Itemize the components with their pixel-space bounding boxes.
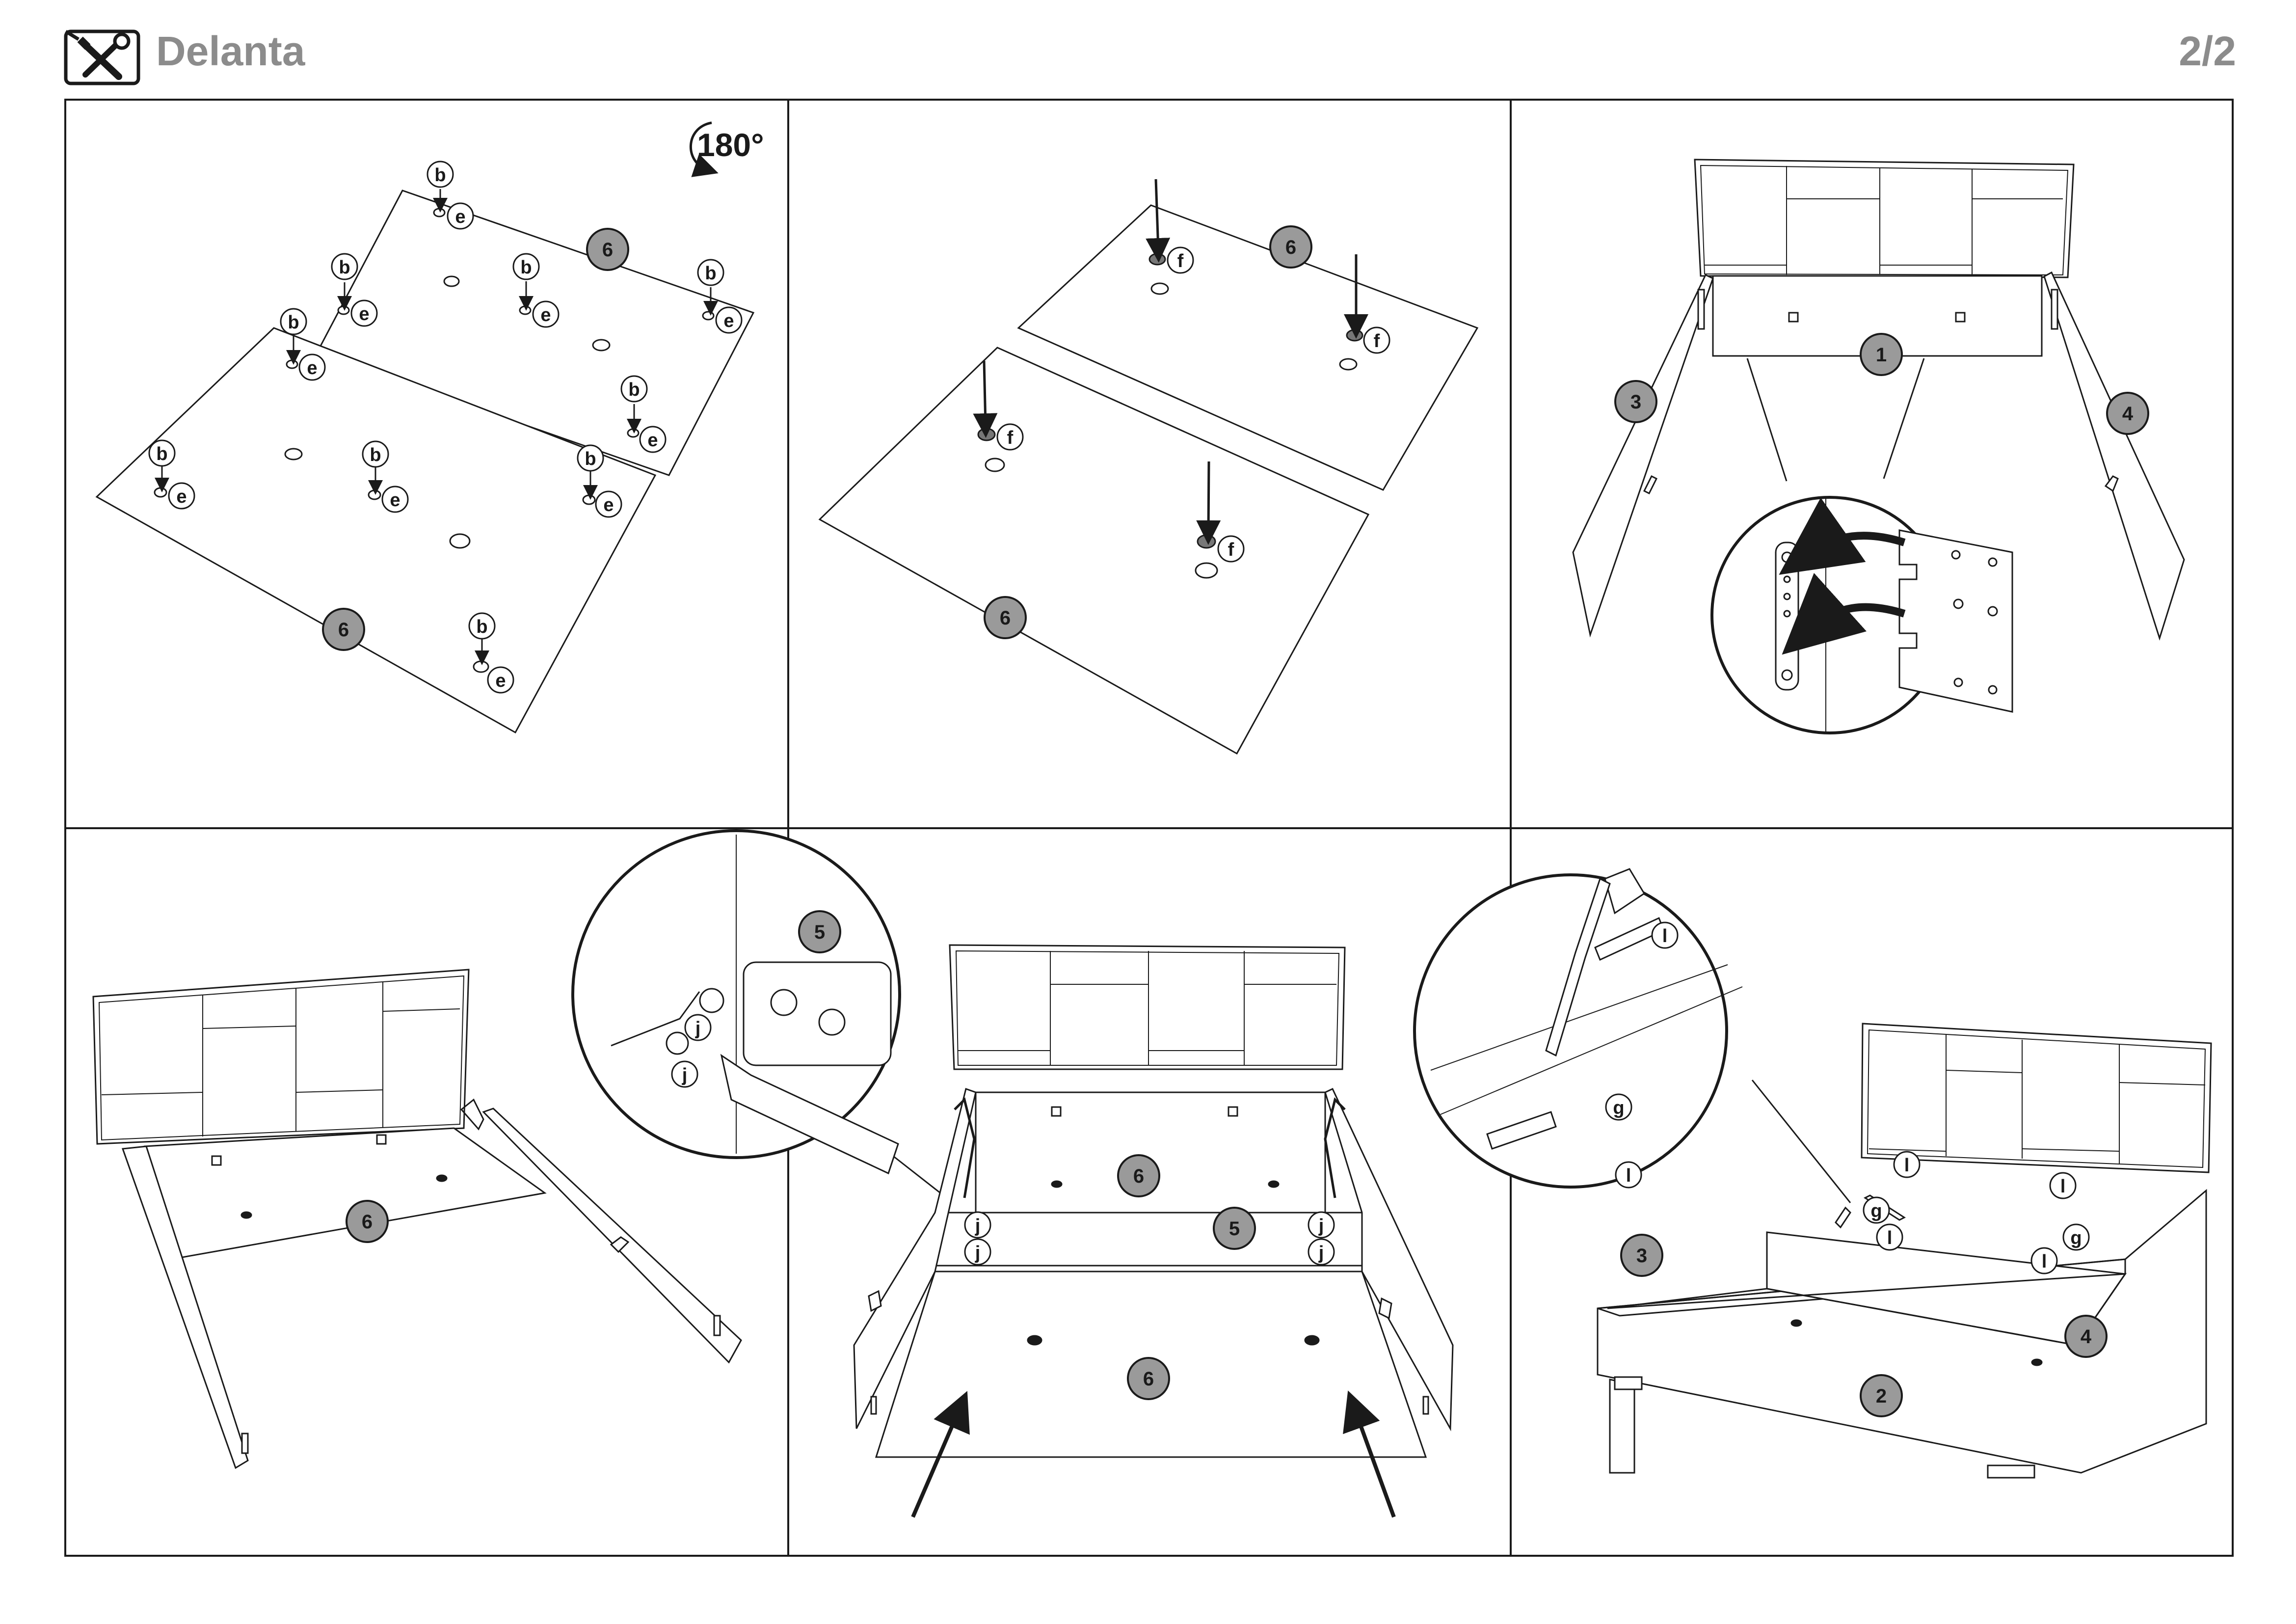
- rotate-label: 180°: [697, 127, 764, 163]
- svg-text:e: e: [359, 304, 369, 325]
- part-6-label-a: 6: [602, 239, 613, 261]
- part-6-label-e: 6: [362, 1211, 373, 1233]
- svg-text:j: j: [975, 1216, 981, 1236]
- part-5-label-a: 5: [814, 921, 825, 943]
- board-top: [1017, 204, 1479, 491]
- part-6-label-b: 6: [338, 619, 349, 641]
- svg-text:l: l: [1626, 1165, 1631, 1186]
- svg-text:e: e: [540, 305, 551, 325]
- board-6: [144, 1127, 547, 1259]
- svg-text:l: l: [1904, 1155, 1910, 1176]
- side-board-3: [1572, 274, 1714, 638]
- page-number: 2/2: [2179, 28, 2236, 74]
- svg-text:f: f: [1374, 331, 1380, 352]
- svg-text:f: f: [1228, 540, 1234, 560]
- board-bottom: [818, 347, 1370, 755]
- product-title: Delanta: [156, 28, 305, 74]
- svg-text:b: b: [288, 312, 299, 333]
- svg-text:l: l: [1662, 926, 1668, 947]
- hardware-l-g-labels: l l g l g l l g l: [1605, 921, 2090, 1274]
- hardware-b-labels: b b b b b b b b b b: [148, 161, 724, 640]
- svg-text:j: j: [1318, 1216, 1324, 1236]
- part-3-label-b: 3: [1636, 1245, 1647, 1267]
- panel-5: j j j j j j: [571, 829, 1454, 1518]
- svg-text:e: e: [495, 671, 506, 691]
- part-5-label-b: 5: [1229, 1218, 1240, 1240]
- svg-text:e: e: [647, 430, 658, 451]
- part-6-label-c: 6: [1285, 237, 1296, 258]
- svg-text:g: g: [2070, 1228, 2082, 1248]
- side-board-3: [121, 1145, 249, 1469]
- side-board-4: [482, 1108, 742, 1364]
- hardware-j-labels: j j j j j j: [671, 1014, 1335, 1266]
- svg-text:g: g: [1613, 1098, 1624, 1118]
- panel-3: [1572, 159, 2185, 734]
- svg-text:f: f: [1177, 251, 1184, 271]
- svg-text:l: l: [2042, 1251, 2047, 1272]
- part-4-label-b: 4: [2081, 1326, 2092, 1348]
- headboard: [949, 944, 1346, 1070]
- board-1: [1712, 275, 2043, 357]
- part-6-label-d: 6: [1000, 607, 1011, 629]
- svg-text:b: b: [156, 444, 167, 464]
- panel-2: f f f f: [818, 179, 1479, 755]
- headboard: [1861, 1023, 2212, 1173]
- svg-text:e: e: [723, 311, 734, 331]
- side-board-4: [2043, 271, 2185, 641]
- rotate-arrow-icon: [690, 121, 719, 177]
- board-6-back: [975, 1091, 1326, 1214]
- svg-text:b: b: [434, 165, 446, 186]
- svg-text:b: b: [585, 449, 596, 469]
- part-6-label-f: 6: [1133, 1165, 1144, 1187]
- svg-text:b: b: [520, 257, 532, 278]
- panel-1: b b b b b b b b b b e e e e e e e e e e: [95, 121, 755, 734]
- svg-text:l: l: [1887, 1228, 1893, 1248]
- part-2-label: 2: [1876, 1385, 1887, 1407]
- svg-text:g: g: [1870, 1201, 1882, 1221]
- svg-text:j: j: [695, 1018, 701, 1039]
- headboard: [92, 969, 470, 1145]
- tools-icon: [64, 29, 140, 85]
- zoom-detail-gas-lift: [1413, 873, 1728, 1189]
- svg-text:j: j: [682, 1065, 688, 1085]
- hardware-e-labels: e e e e e e e e e e: [168, 202, 743, 694]
- headboard: [1694, 159, 2075, 278]
- svg-text:j: j: [1318, 1243, 1324, 1263]
- svg-text:b: b: [339, 257, 350, 278]
- panel-4: [92, 969, 742, 1469]
- svg-text:b: b: [628, 379, 640, 400]
- svg-text:b: b: [370, 445, 381, 465]
- svg-text:e: e: [307, 358, 317, 379]
- svg-text:b: b: [476, 617, 487, 637]
- svg-text:l: l: [2060, 1176, 2066, 1197]
- panel-6: l l g l g l l g l: [1413, 868, 2212, 1479]
- part-1-label: 1: [1876, 344, 1887, 366]
- panel-grid: [64, 99, 2234, 1557]
- svg-text:b: b: [705, 263, 716, 284]
- svg-text:e: e: [176, 487, 187, 507]
- part-6-label-g: 6: [1143, 1368, 1154, 1390]
- board-bottom: [95, 327, 657, 734]
- board-5: [934, 1212, 1363, 1267]
- part-4-label: 4: [2122, 403, 2134, 425]
- svg-text:e: e: [603, 495, 614, 515]
- svg-text:e: e: [455, 207, 465, 227]
- hardware-f-labels: f f f f: [996, 246, 1390, 563]
- svg-text:f: f: [1007, 428, 1014, 448]
- part-3-label: 3: [1630, 391, 1641, 413]
- svg-text:j: j: [975, 1243, 981, 1263]
- svg-text:e: e: [390, 490, 400, 511]
